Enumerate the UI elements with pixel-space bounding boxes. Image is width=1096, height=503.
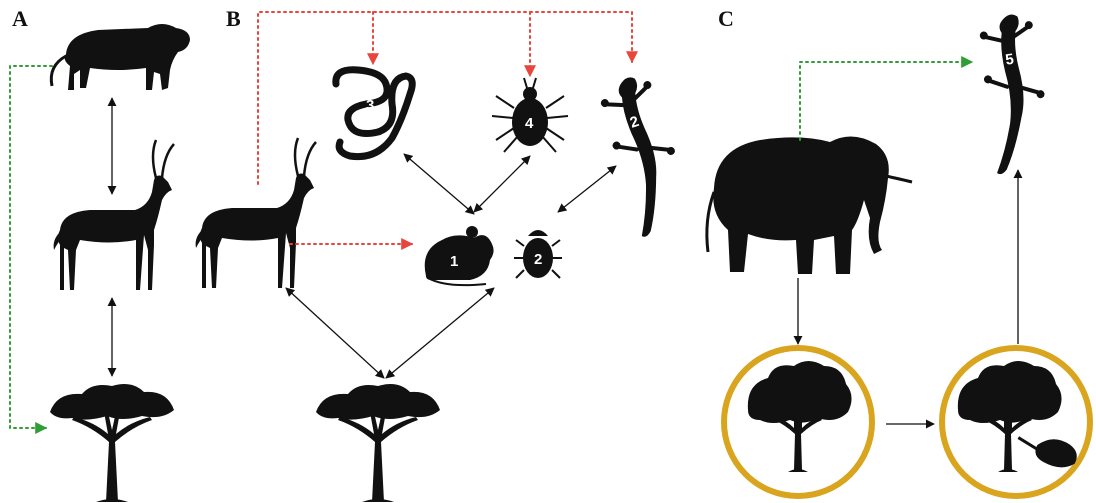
panel-c-label: C: [718, 6, 734, 31]
gecko-icon: 5: [976, 11, 1055, 174]
tick-mouse-link: [474, 156, 530, 212]
acacia-tree-icon: [50, 384, 174, 502]
mouse-tree-link: [386, 288, 494, 378]
beetle-number: 2: [534, 251, 542, 268]
acacia-tree-icon: [316, 384, 440, 502]
panel-b-label: B: [226, 6, 241, 31]
tick-number: 4: [525, 115, 534, 132]
lion-icon: [51, 24, 190, 90]
gecko-icon: 2: [594, 71, 698, 238]
mouse-icon: 1: [425, 226, 494, 285]
elephant-gecko-indirect-link: [800, 62, 972, 140]
impala-tree-link-b: [286, 288, 384, 378]
impala-icon: [54, 140, 174, 290]
snake-mouse-link: [404, 154, 474, 214]
impala-gecko-indirect-link: [258, 12, 632, 184]
snake-number: 3: [366, 97, 374, 114]
snake-icon: 3: [336, 70, 412, 157]
mouse-number: 1: [450, 253, 458, 270]
elephant-icon: [707, 136, 912, 274]
impala-icon: [196, 138, 316, 288]
gecko-beetle-link: [558, 166, 616, 212]
panel-a-label: A: [12, 6, 28, 31]
dung-beetle-icon: 2: [514, 230, 562, 278]
lion-tree-indirect-link: [10, 66, 52, 428]
tick-icon: 4: [492, 78, 568, 152]
damaged-tree-ring: [942, 348, 1090, 496]
intact-tree-ring: [724, 348, 872, 496]
